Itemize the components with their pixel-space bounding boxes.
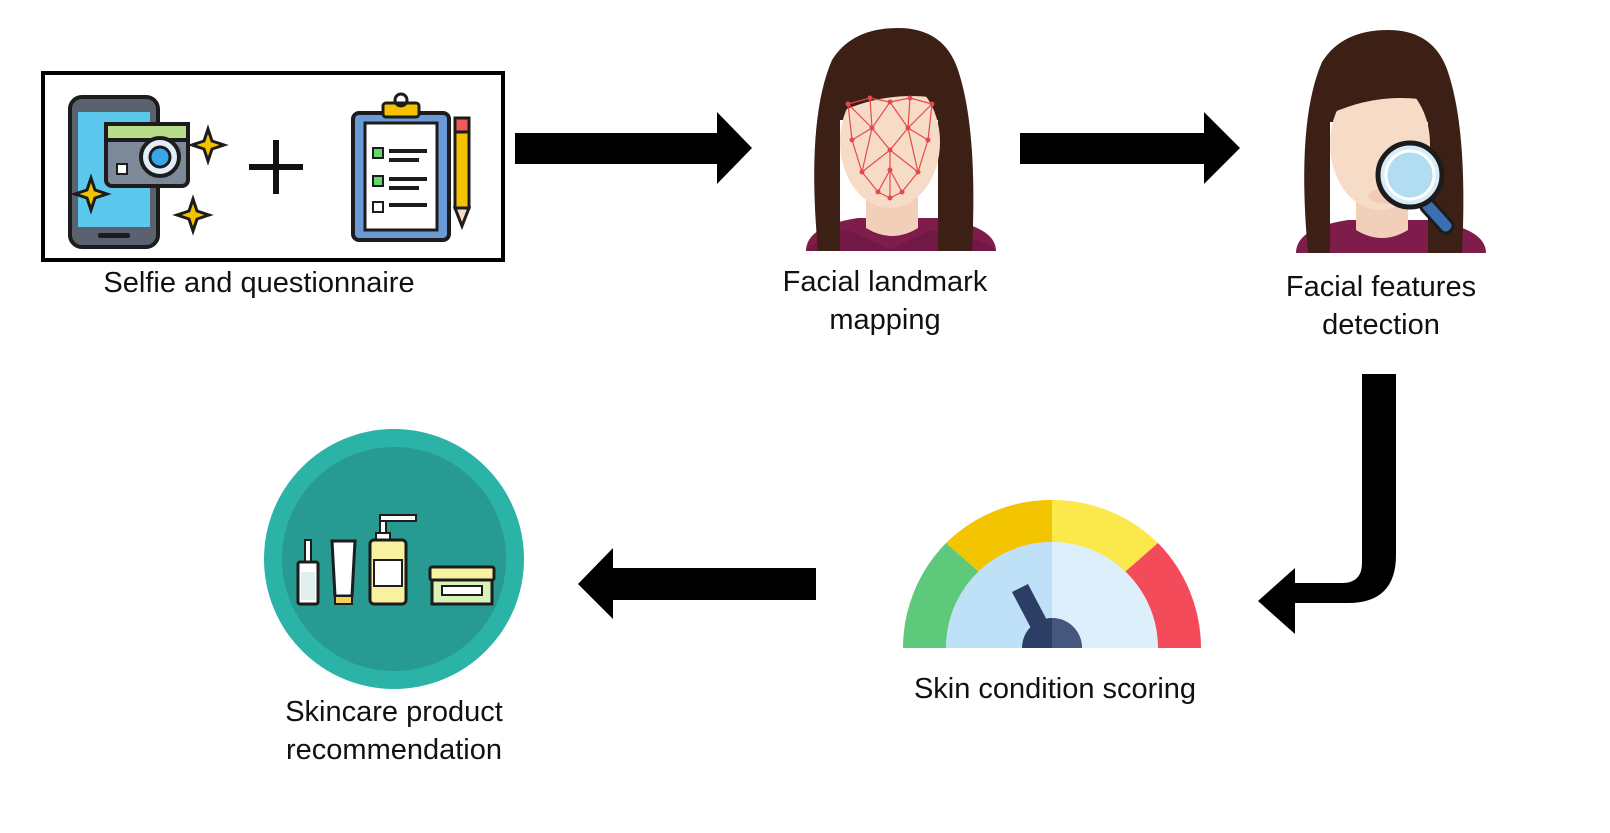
- facial-features-line1: Facial features: [1285, 271, 1477, 303]
- facial-features-line2: detection: [1322, 309, 1440, 341]
- arrow-4: [578, 548, 816, 619]
- face-magnifier-icon: [1296, 30, 1486, 253]
- facial-features-label: Facial features detection: [1256, 268, 1506, 344]
- questionnaire-clipboard-icon: [351, 92, 472, 242]
- gauge-meter-icon: [903, 499, 1201, 648]
- arrow-2: [1020, 112, 1240, 184]
- selfie-questionnaire-label: Selfie and questionnaire: [60, 264, 458, 302]
- selfie-questionnaire-box: [41, 71, 505, 262]
- facial-landmark-line1: Facial landmark: [782, 266, 988, 298]
- skincare-recommendation-line2: recommendation: [286, 734, 502, 766]
- skin-scoring-label: Skin condition scoring: [890, 670, 1220, 708]
- arrow-3-curved: [1258, 374, 1396, 634]
- selfie-phone-icon: [68, 95, 229, 249]
- skin-scoring-text: Skin condition scoring: [913, 673, 1197, 705]
- skincare-recommendation-label: Skincare product recommendation: [264, 693, 524, 769]
- skincare-recommendation-line1: Skincare product: [285, 696, 503, 728]
- selfie-questionnaire-text: Selfie and questionnaire: [103, 267, 415, 299]
- facial-landmark-label: Facial landmark mapping: [760, 263, 1010, 339]
- facial-landmark-line2: mapping: [829, 304, 941, 336]
- arrow-1: [515, 112, 752, 184]
- face-landmark-mesh-icon: [806, 28, 996, 251]
- skincare-products-icon: [264, 429, 524, 689]
- plus-icon: [249, 140, 303, 194]
